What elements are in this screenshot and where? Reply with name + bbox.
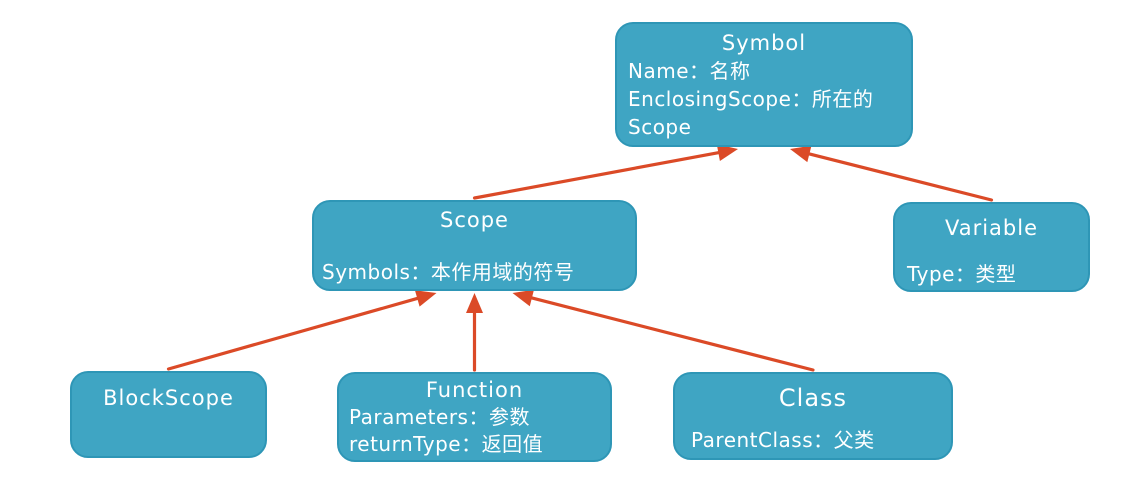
node-blockscope-title: BlockScope bbox=[103, 386, 234, 410]
arrowhead-icon bbox=[790, 145, 812, 163]
node-function-title: Function bbox=[425, 378, 524, 402]
node-class-title: Class bbox=[778, 384, 848, 412]
inheritance-arrow-variable-to-symbol bbox=[790, 145, 994, 202]
node-scope-title: Scope bbox=[440, 208, 509, 232]
node-symbol-attr-enclosingscope: EnclosingScope：所在的 bbox=[628, 87, 874, 111]
node-symbol-attr-enclosingscope-wrap: Scope bbox=[628, 115, 692, 139]
node-variable: Variable Type：类型 bbox=[893, 202, 1090, 292]
inheritance-arrow-scope-to-symbol bbox=[472, 144, 738, 200]
node-function: Function Parameters：参数 returnType：返回值 bbox=[337, 372, 612, 462]
inheritance-arrow-blockscope-to-scope bbox=[166, 290, 437, 371]
node-symbol-attr-name: Name：名称 bbox=[628, 59, 751, 83]
node-scope: Scope Symbols：本作用域的符号 bbox=[312, 200, 637, 291]
node-variable-attr-type: Type：类型 bbox=[907, 262, 1017, 286]
node-function-attr-returntype: returnType：返回值 bbox=[349, 432, 544, 456]
node-blockscope: BlockScope bbox=[70, 371, 267, 458]
node-symbol: Symbol Name：名称 EnclosingScope：所在的 Scope bbox=[615, 22, 913, 147]
node-class: Class ParentClass：父类 bbox=[673, 372, 953, 460]
node-scope-attr-symbols: Symbols：本作用域的符号 bbox=[322, 260, 575, 284]
arrowhead-icon bbox=[512, 289, 534, 307]
node-variable-title: Variable bbox=[944, 216, 1039, 240]
node-class-attr-parentclass: ParentClass：父类 bbox=[691, 428, 875, 452]
inheritance-arrow-function-to-scope bbox=[466, 293, 483, 372]
arrowhead-icon bbox=[414, 290, 437, 307]
node-function-attr-parameters: Parameters：参数 bbox=[349, 405, 530, 429]
arrowhead-icon bbox=[466, 293, 483, 313]
node-symbol-title: Symbol bbox=[721, 31, 807, 55]
inheritance-arrow-class-to-scope bbox=[512, 289, 815, 372]
